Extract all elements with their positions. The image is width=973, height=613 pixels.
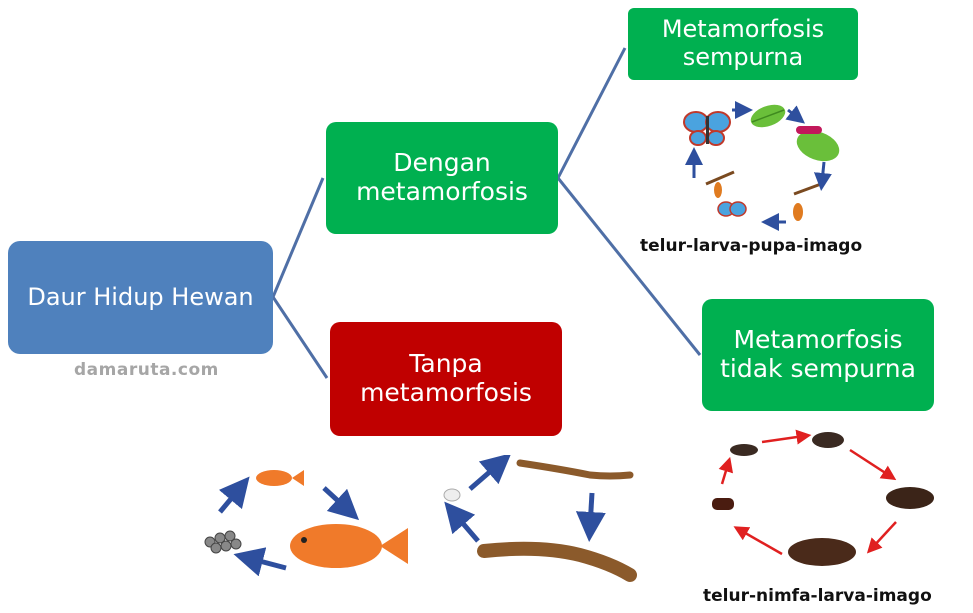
butterfly-life-cycle-illustration bbox=[683, 101, 840, 231]
emerging-butterfly-icon bbox=[705, 170, 747, 217]
cockroach-large-icon bbox=[886, 487, 934, 509]
incomplete-metamorphosis-label: Metamorfosis tidak sempurna bbox=[720, 325, 916, 383]
lizard-life-cycle-illustration bbox=[443, 455, 637, 582]
branch-without-metamorphosis: Tanpa metamorfosis bbox=[330, 322, 562, 436]
small-lizard-icon bbox=[516, 459, 634, 480]
branch-with-metamorphosis: Dengan metamorfosis bbox=[326, 122, 558, 234]
root-label: Daur Hidup Hewan bbox=[27, 282, 254, 311]
incomplete-cycle-caption: telur-nimfa-larva-imago bbox=[703, 586, 932, 606]
watermark: damaruta.com bbox=[74, 360, 219, 380]
adult-fish-icon bbox=[290, 524, 408, 568]
branch-without-label: Tanpa metamorfosis bbox=[360, 349, 532, 407]
cockroach-life-cycle-illustration bbox=[712, 429, 934, 566]
cockroach-adult-icon bbox=[788, 538, 856, 566]
connector-root-to-dengan bbox=[271, 177, 325, 298]
incomplete-metamorphosis-node: Metamorfosis tidak sempurna bbox=[702, 299, 934, 411]
connector-dengan-to-sempurna bbox=[556, 47, 627, 179]
complete-cycle-caption: telur-larva-pupa-imago bbox=[640, 236, 863, 256]
adult-lizard-icon bbox=[477, 541, 637, 582]
branch-with-label: Dengan metamorfosis bbox=[356, 148, 528, 206]
fish-eggs-icon bbox=[204, 530, 242, 554]
nymph-medium-icon bbox=[812, 432, 844, 448]
butterfly-icon bbox=[683, 111, 731, 146]
connector-dengan-to-tidak bbox=[556, 177, 702, 356]
caterpillar-leaf-icon bbox=[796, 126, 840, 162]
complete-metamorphosis-label: Metamorfosis sempurna bbox=[661, 15, 825, 71]
root-node: Daur Hidup Hewan bbox=[8, 241, 273, 354]
egg-case-icon bbox=[712, 498, 734, 510]
pupa-icon bbox=[793, 182, 822, 221]
lizard-egg-icon bbox=[443, 488, 461, 502]
complete-metamorphosis-node: Metamorfosis sempurna bbox=[628, 8, 858, 80]
small-fish-icon bbox=[256, 470, 304, 486]
nymph-small-icon bbox=[730, 444, 758, 456]
fish-life-cycle-illustration bbox=[204, 470, 408, 577]
connector-root-to-tanpa bbox=[271, 296, 329, 379]
leaf-egg-icon bbox=[750, 104, 786, 128]
